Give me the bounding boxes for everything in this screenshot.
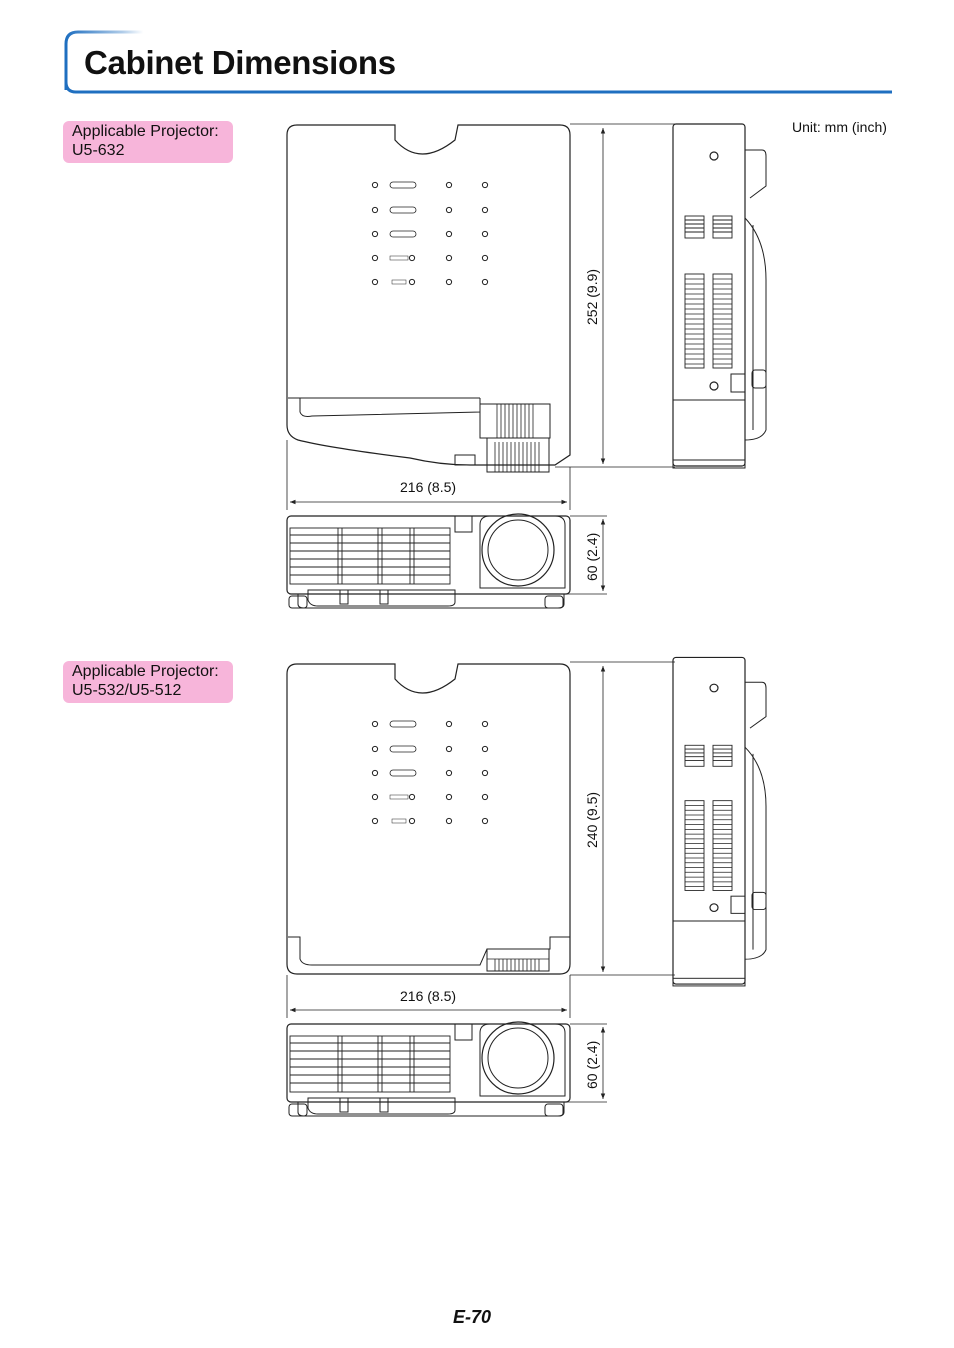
page-number: E-70	[453, 1307, 492, 1327]
dimension-lines-1	[286, 123, 675, 595]
width-dimension-2: 216 (8.5)	[400, 988, 457, 1004]
badge-model: U5-532/U5-512	[72, 682, 182, 699]
width-dimension-1: 216 (8.5)	[400, 479, 457, 495]
dimension-lines-2	[286, 661, 675, 1103]
depth-dimension-1: 252 (9.9)	[584, 268, 600, 325]
top-view-1	[286, 124, 571, 473]
front-view-1	[286, 513, 571, 609]
badge-model: U5-632	[72, 142, 125, 159]
front-view-2	[286, 1021, 571, 1117]
page-title: Cabinet Dimensions	[84, 44, 396, 81]
badge-label: Applicable Projector:	[72, 663, 219, 680]
side-view-2	[672, 656, 767, 987]
badge-label: Applicable Projector:	[72, 123, 219, 140]
side-view-1	[672, 123, 767, 469]
height-dimension-2: 60 (2.4)	[584, 1040, 600, 1089]
top-view-2	[286, 663, 571, 975]
height-dimension-1: 60 (2.4)	[584, 532, 600, 581]
projector-badge-2: Applicable Projector: U5-532/U5-512	[63, 661, 233, 703]
depth-dimension-2: 240 (9.5)	[584, 791, 600, 848]
title-frame	[64, 30, 894, 94]
unit-note: Unit: mm (inch)	[792, 119, 887, 135]
projector-badge-1: Applicable Projector: U5-632	[63, 121, 233, 163]
